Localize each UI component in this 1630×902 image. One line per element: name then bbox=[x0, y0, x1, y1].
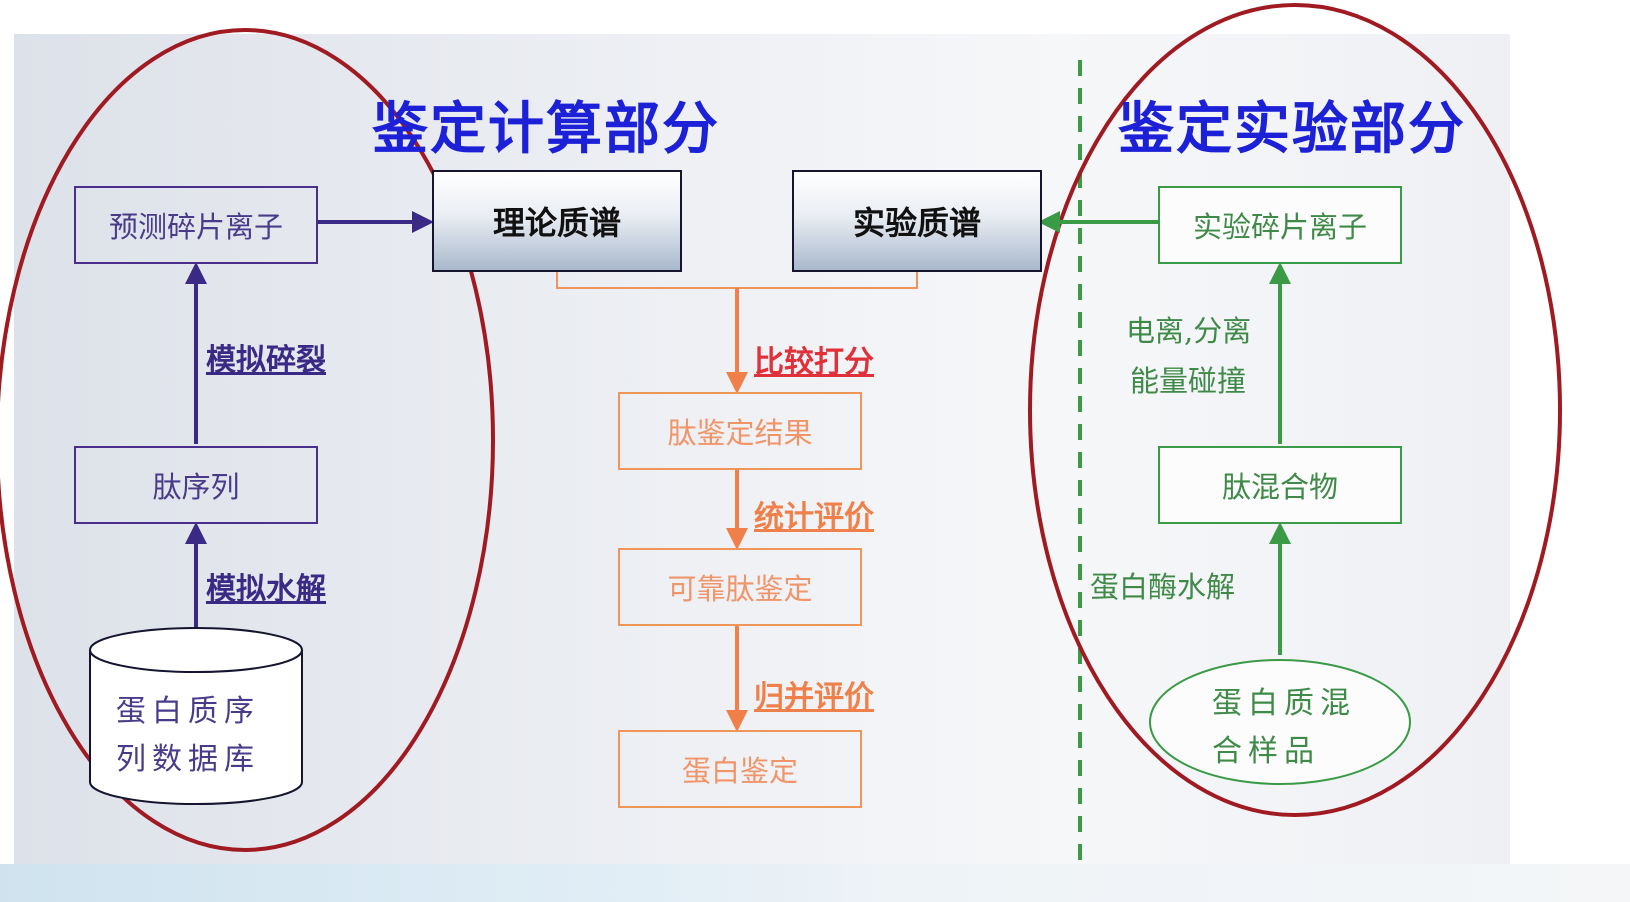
database-label-line1: 蛋白质序 bbox=[116, 694, 260, 729]
statistical-eval-label: 统计评价 bbox=[754, 500, 874, 535]
predicted-fragments-label: 预测碎片离子 bbox=[108, 210, 283, 244]
protein-identification-box: 蛋白鉴定 bbox=[618, 730, 862, 808]
peptide-sequence-box: 肽序列 bbox=[74, 446, 318, 524]
merge-eval-label: 归并评价 bbox=[754, 680, 874, 715]
simulate-fragmentation-label: 模拟碎裂 bbox=[206, 343, 326, 378]
sample-label-line2: 合样品 bbox=[1212, 734, 1320, 769]
reliable-peptide-label: 可靠肽鉴定 bbox=[667, 572, 813, 606]
peptide-result-label: 肽鉴定结果 bbox=[667, 416, 813, 450]
database-label-line2: 列数据库 bbox=[116, 742, 260, 777]
experimental-fragments-box: 实验碎片离子 bbox=[1158, 186, 1402, 264]
experimental-spectrum-box: 实验质谱 bbox=[792, 170, 1042, 272]
database-cylinder bbox=[89, 627, 303, 805]
simulate-hydrolysis-label: 模拟水解 bbox=[206, 572, 326, 607]
theoretical-spectrum-box: 理论质谱 bbox=[432, 170, 682, 272]
experimental-fragments-label: 实验碎片离子 bbox=[1192, 210, 1367, 244]
predicted-fragments-box: 预测碎片离子 bbox=[74, 186, 318, 264]
peptide-mixture-label: 肽混合物 bbox=[1221, 470, 1338, 504]
ionization-label-line1: 电离,分离 bbox=[1126, 314, 1252, 348]
computation-ellipse bbox=[0, 28, 495, 852]
protein-identification-label: 蛋白鉴定 bbox=[681, 754, 798, 788]
peptide-mixture-box: 肽混合物 bbox=[1158, 446, 1402, 524]
sample-label-line1: 蛋白质混 bbox=[1212, 686, 1356, 721]
reliable-peptide-box: 可靠肽鉴定 bbox=[618, 548, 862, 626]
peptide-sequence-label: 肽序列 bbox=[152, 470, 240, 504]
experimental-spectrum-label: 实验质谱 bbox=[852, 204, 981, 242]
orange-bracket bbox=[556, 272, 918, 289]
heading-computation: 鉴定计算部分 bbox=[372, 97, 720, 162]
compare-score-label: 比较打分 bbox=[754, 345, 874, 380]
ionization-label-line2: 能量碰撞 bbox=[1130, 364, 1247, 398]
experiment-ellipse bbox=[1028, 3, 1562, 817]
heading-experiment: 鉴定实验部分 bbox=[1118, 97, 1466, 162]
enzymatic-hydrolysis-label: 蛋白酶水解 bbox=[1090, 570, 1236, 604]
theoretical-spectrum-label: 理论质谱 bbox=[492, 204, 621, 242]
peptide-result-box: 肽鉴定结果 bbox=[618, 392, 862, 470]
bottom-strip bbox=[0, 864, 1630, 902]
sample-ellipse bbox=[1149, 659, 1411, 785]
